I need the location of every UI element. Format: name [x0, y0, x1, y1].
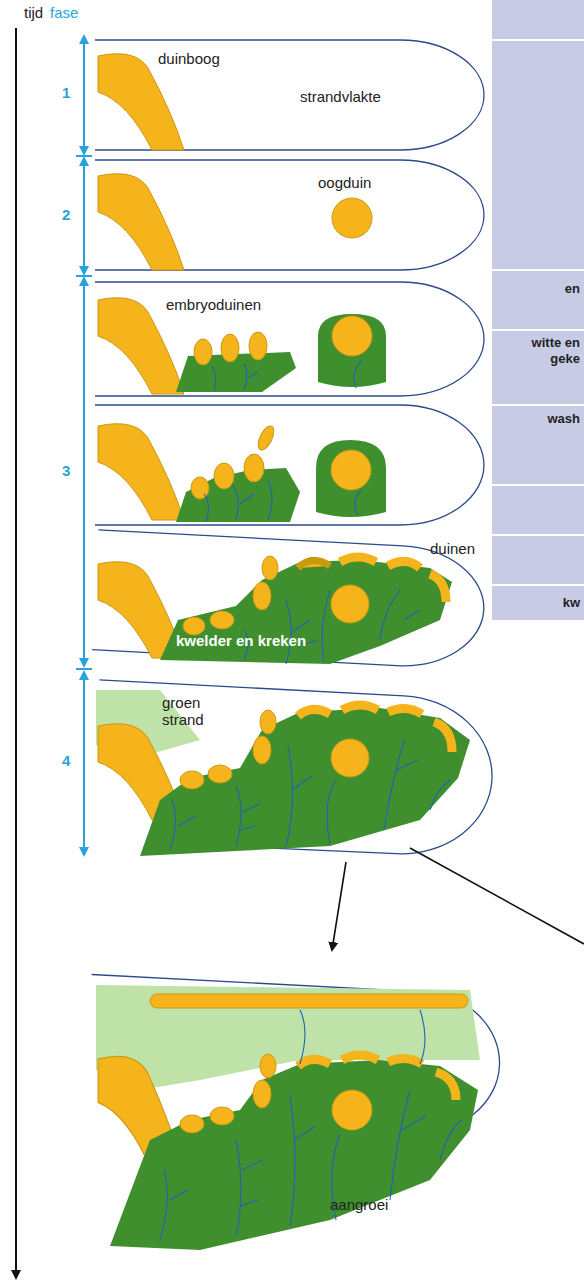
feature-label: duinboog	[158, 50, 220, 67]
leader-line	[410, 848, 584, 944]
panel-phase-3b	[95, 405, 484, 525]
panel-phase-2	[95, 160, 484, 270]
feature-label: groen strand	[162, 694, 222, 729]
table-cell: wash	[547, 412, 580, 427]
table-fragment	[492, 0, 584, 620]
feature-label: strandvlakte	[300, 88, 381, 105]
phase-number: 2	[62, 206, 70, 223]
transition-arrow	[332, 862, 346, 950]
feature-label: oogduin	[318, 174, 371, 191]
phase-number: 3	[62, 462, 70, 479]
panel-phase-3a	[95, 282, 484, 396]
phase-arrows	[76, 36, 92, 855]
panel-phase-4	[91, 680, 496, 861]
panel-aangroei	[84, 975, 503, 1250]
axis-label: fase	[50, 4, 78, 21]
panel-phase-3c	[92, 530, 487, 670]
table-cell: witte en	[532, 336, 580, 351]
feature-label: duinen	[430, 540, 475, 557]
feature-label: kwelder en kreken	[176, 632, 306, 649]
table-cell: en	[565, 282, 580, 297]
feature-label: aangroei	[330, 1196, 388, 1213]
phase-number: 4	[62, 752, 70, 769]
phase-number: 1	[62, 84, 70, 101]
panel-phase-1	[95, 40, 484, 150]
table-cell: kw	[563, 596, 580, 611]
table-cell: geke	[550, 352, 580, 367]
axis-label: tijd	[24, 4, 43, 21]
feature-label: embryoduinen	[166, 296, 261, 313]
time-arrow	[15, 28, 17, 1278]
